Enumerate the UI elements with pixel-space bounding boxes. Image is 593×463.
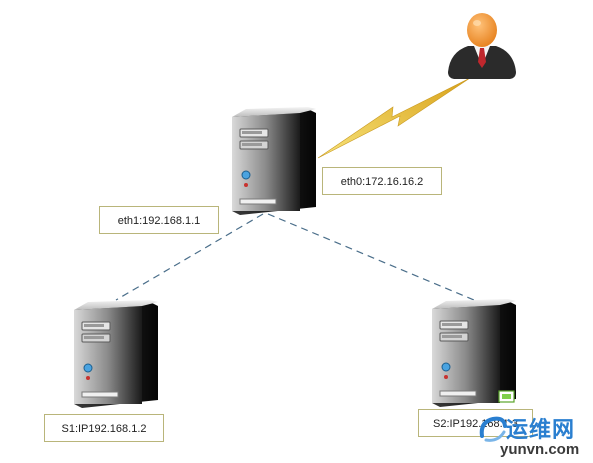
server-icon (231, 106, 317, 216)
lightning-icon (317, 77, 471, 159)
link-router-s2 (267, 213, 475, 301)
link-router-s1 (115, 213, 264, 301)
server-icon (73, 299, 159, 409)
watermark-text-cn: 运维网 (506, 418, 576, 443)
watermark-logo: 运维网 yunvn.com (478, 410, 593, 462)
watermark-text-en: yunvn.com (500, 441, 580, 458)
s1-address-label: S1:IP192.168.1.2 (44, 414, 164, 442)
eth0-address-label: eth0:172.16.16.2 (322, 167, 442, 195)
s2-address-label: S2:IP192.168.1.3 (418, 409, 533, 437)
user-icon (448, 13, 516, 79)
eth1-address-label: eth1:192.168.1.1 (99, 206, 219, 234)
